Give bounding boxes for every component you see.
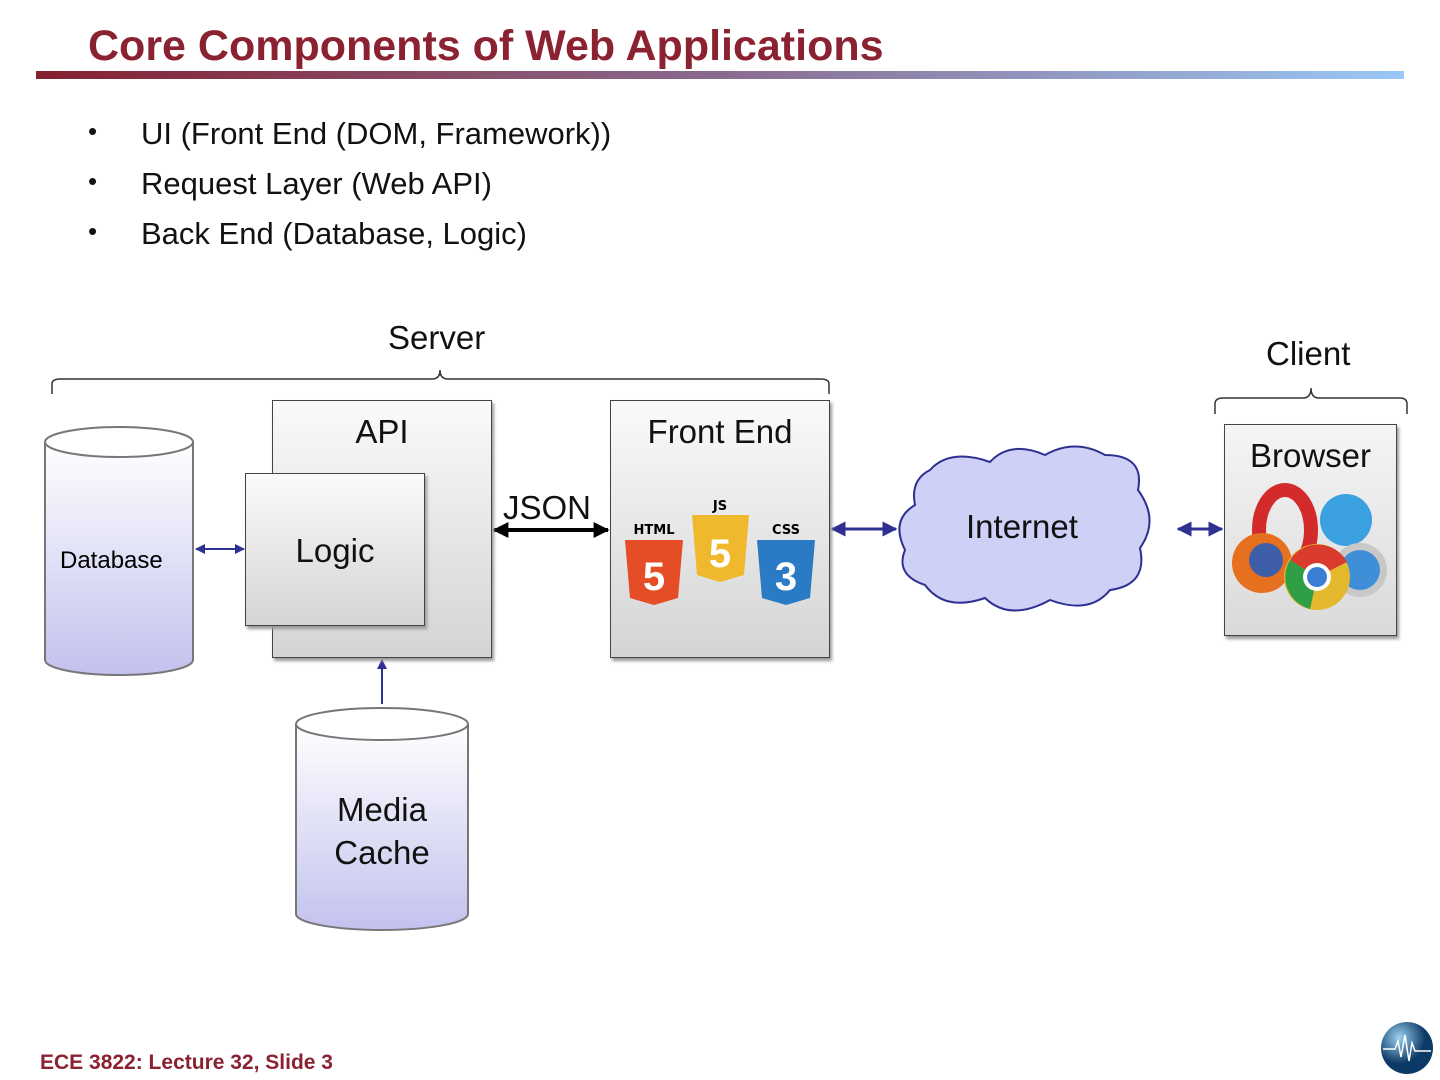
api-label: API xyxy=(355,413,409,450)
database-label: Database xyxy=(60,547,163,574)
page-title: Core Components of Web Applications xyxy=(88,22,884,70)
client-brace xyxy=(1214,387,1408,414)
logic-label: Logic xyxy=(295,532,375,569)
internet-cloud xyxy=(898,445,1151,612)
bullet-item: •Back End (Database, Logic) xyxy=(88,216,611,266)
bullet-list: •UI (Front End (DOM, Framework)) •Reques… xyxy=(88,116,611,266)
bullet-item: •UI (Front End (DOM, Framework)) xyxy=(88,116,611,166)
server-label: Server xyxy=(388,319,486,356)
bullet-text: Request Layer (Web API) xyxy=(141,166,492,201)
front-end-box: Front End xyxy=(610,400,830,658)
bullet-text: UI (Front End (DOM, Framework)) xyxy=(141,116,612,151)
bullet-item: •Request Layer (Web API) xyxy=(88,166,611,216)
title-underline xyxy=(36,71,1404,79)
json-label: JSON xyxy=(503,489,592,526)
database-cylinder xyxy=(44,426,194,676)
media-cache-cylinder xyxy=(295,707,469,931)
browser-box: Browser xyxy=(1224,424,1397,636)
slide-footer: ECE 3822: Lecture 32, Slide 3 xyxy=(40,1051,333,1074)
front-end-label: Front End xyxy=(647,413,793,450)
browser-label: Browser xyxy=(1249,437,1372,474)
logic-box: Logic xyxy=(245,473,425,626)
bullet-text: Back End (Database, Logic) xyxy=(141,216,527,251)
internet-label: Internet xyxy=(966,508,1078,545)
client-label: Client xyxy=(1266,335,1351,372)
university-logo-icon xyxy=(1381,1022,1433,1074)
server-brace xyxy=(51,369,830,394)
media-cache-line: Cache xyxy=(334,834,430,871)
media-cache-line: Media xyxy=(337,791,427,828)
